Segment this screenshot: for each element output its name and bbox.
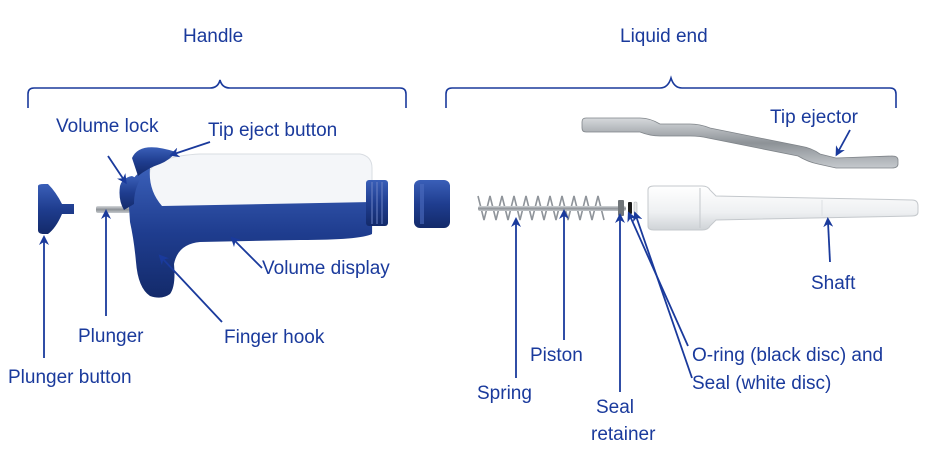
liquid-end-bracket (445, 75, 897, 108)
seal-shape (633, 201, 638, 215)
tip-ejector-label: Tip ejector (770, 107, 858, 128)
liquid-end-group-title: Liquid end (620, 26, 708, 47)
seal-label: Seal (white disc) (692, 373, 832, 394)
seal-retainer-label-line1: Seal (596, 397, 635, 418)
tip-eject-button-label: Tip eject button (208, 120, 338, 141)
volume-display-label: Volume display (262, 258, 390, 279)
finger-hook-arrow (158, 254, 223, 323)
plunger-label: Plunger (78, 326, 144, 347)
shaft-label: Shaft (811, 273, 856, 294)
volume-lock-label: Volume lock (56, 116, 159, 137)
plunger-button-label: Plunger button (8, 367, 132, 388)
piston-rod-shape (478, 206, 626, 211)
handle-bracket (27, 79, 407, 108)
tip-ejector-arrow (835, 129, 851, 157)
seal-retainer-shape (618, 200, 624, 216)
volume-display-arrow (230, 236, 263, 269)
tip-eject-button-arrow (169, 141, 211, 158)
volume-lock-arrow (107, 155, 127, 185)
plunger-button-shape (38, 184, 74, 234)
handle-group-title: Handle (183, 26, 244, 47)
oring-label: O-ring (black disc) and (692, 345, 884, 366)
finger-hook-label: Finger hook (224, 327, 325, 348)
shaft-shape (647, 185, 919, 231)
piston-label: Piston (530, 345, 583, 366)
tip-ejector-shape (581, 117, 899, 169)
coupling-nut-shape (414, 180, 450, 228)
oring-shape (628, 202, 632, 214)
shaft-arrow (823, 217, 834, 263)
seal-retainer-label-line2: retainer (591, 424, 656, 445)
handle-body-shape (119, 147, 388, 298)
spring-label: Spring (477, 383, 532, 404)
seal-arrow (632, 211, 693, 379)
